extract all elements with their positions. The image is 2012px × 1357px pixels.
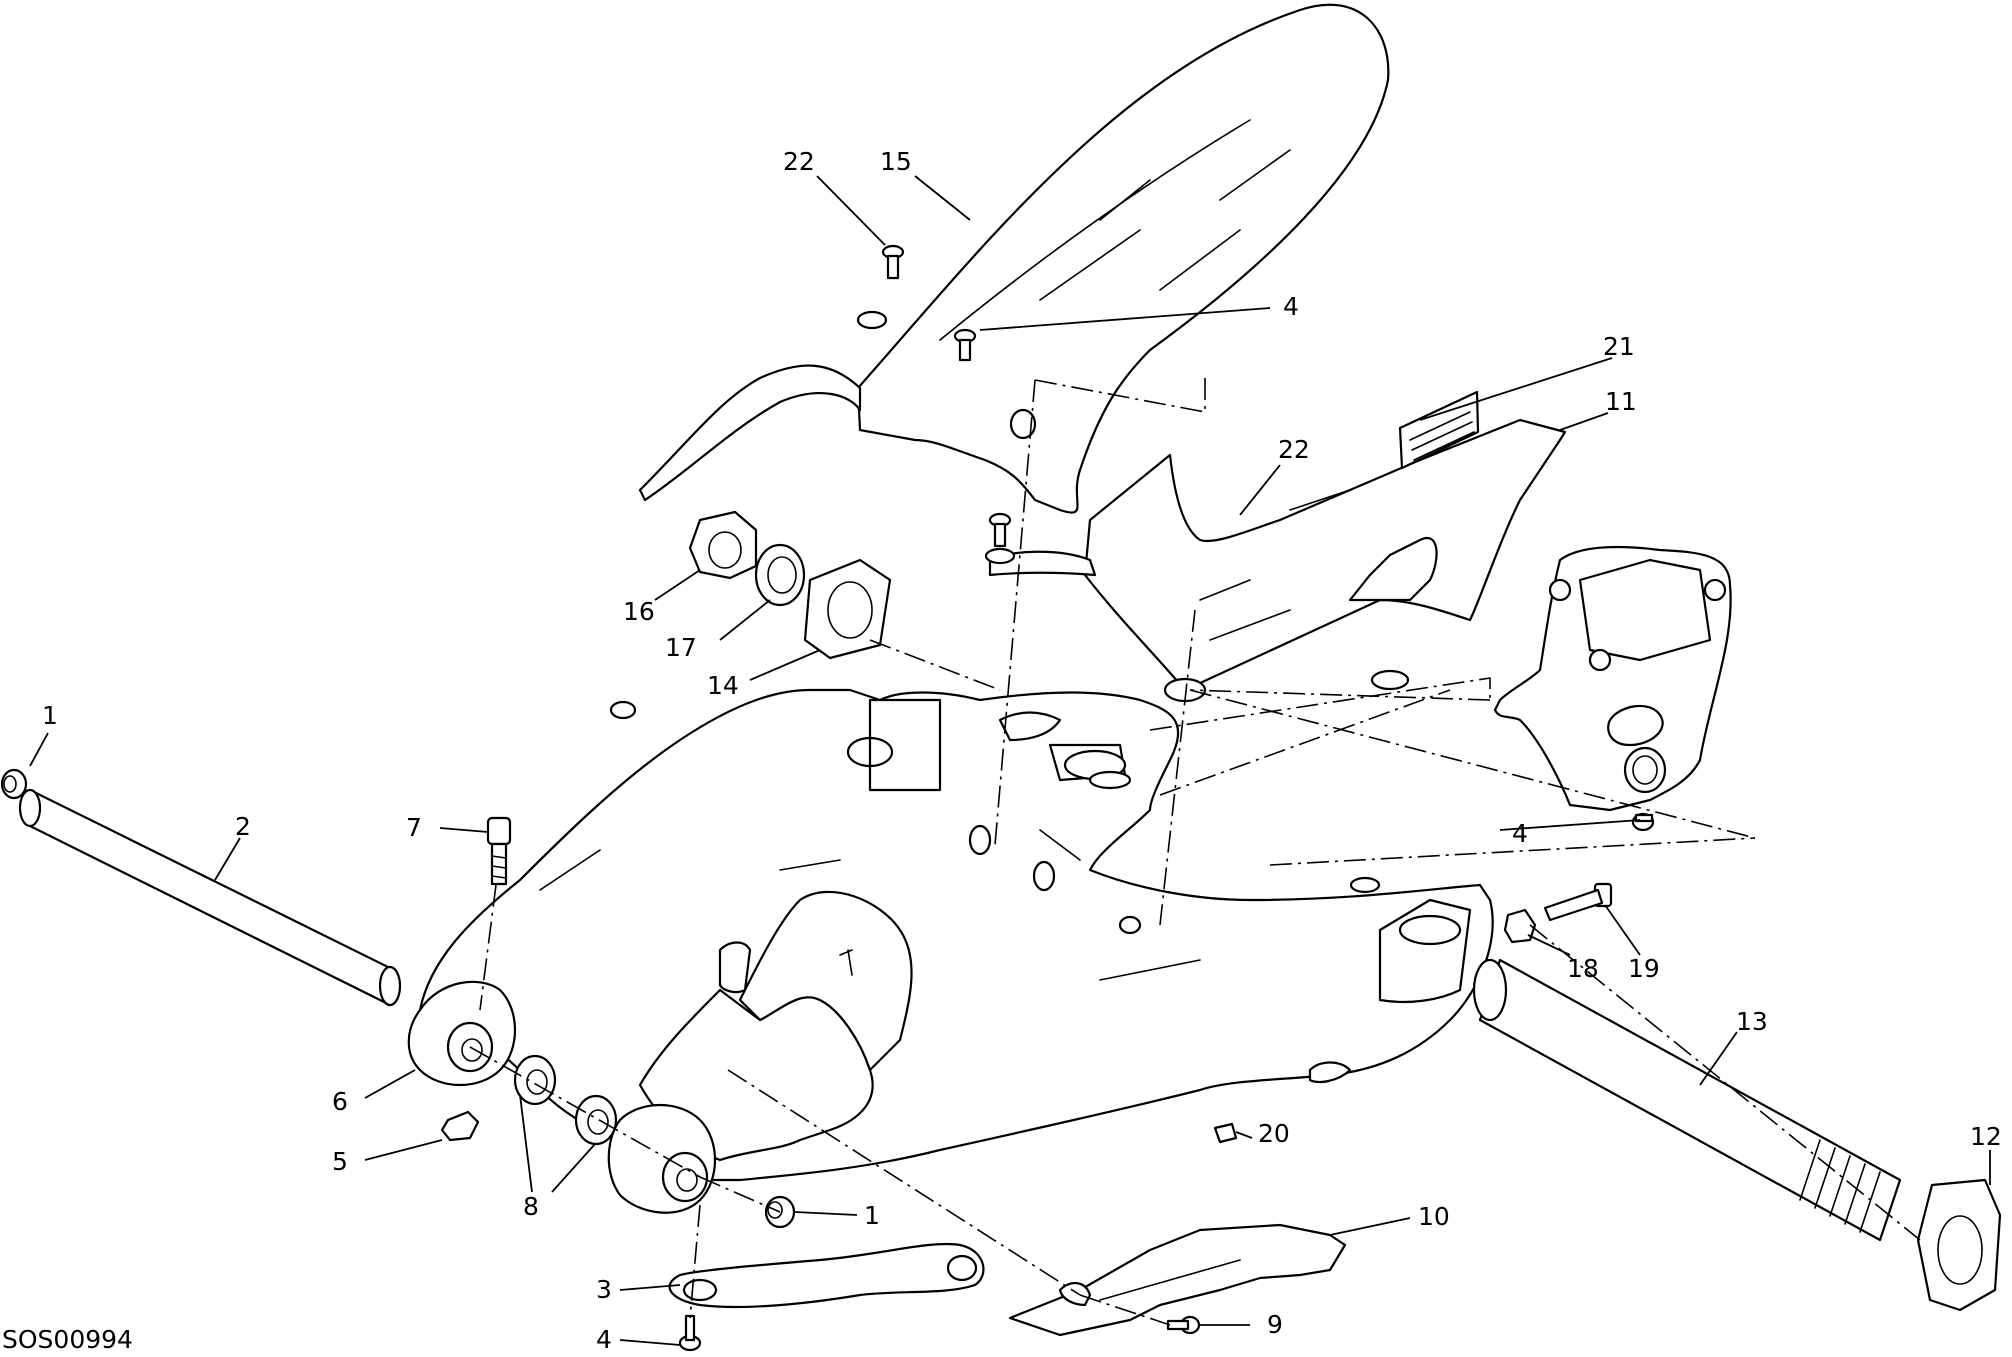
chain-guard — [984, 418, 1567, 703]
screw-22-top — [881, 244, 905, 280]
callout-5: 5 — [332, 1147, 348, 1176]
callout-10: 10 — [1418, 1202, 1450, 1231]
rear-axle — [1472, 958, 1902, 1242]
callout-21: 21 — [1603, 332, 1635, 361]
callout-14: 14 — [707, 671, 739, 700]
swingarm-pivot-right — [607, 1103, 717, 1214]
callout-16: 16 — [623, 597, 655, 626]
callout-1: 1 — [42, 701, 58, 730]
screw-9 — [1166, 1315, 1201, 1335]
screw-4-bottom — [678, 1314, 702, 1352]
callout-15: 15 — [880, 147, 912, 176]
lower-link — [668, 1242, 985, 1309]
chain-slider — [1008, 1223, 1347, 1337]
callout-8: 8 — [523, 1192, 539, 1221]
bushing-left — [0, 768, 28, 800]
callout-9: 9 — [1267, 1310, 1283, 1339]
callout-1: 1 — [864, 1201, 880, 1230]
swingarm — [418, 688, 1494, 1202]
screw-4-top — [953, 328, 977, 362]
adjuster-nut — [1503, 908, 1537, 944]
pinch-bolt — [486, 816, 512, 886]
callout-4: 4 — [1283, 292, 1299, 321]
callout-2: 2 — [235, 812, 251, 841]
callout-13: 13 — [1736, 1007, 1768, 1036]
screw-20 — [1213, 1122, 1238, 1144]
callout-22: 22 — [783, 147, 815, 176]
nut-5 — [440, 1110, 480, 1142]
rear-mudguard — [638, 3, 1390, 514]
callout-3: 3 — [596, 1275, 612, 1304]
diagram-code: SOS00994 — [2, 1325, 133, 1354]
callout-6: 6 — [332, 1087, 348, 1116]
callout-4: 4 — [1512, 819, 1528, 848]
adjuster-bolt — [1543, 882, 1613, 922]
leader-lines — [29, 175, 1991, 1346]
callout-labels: 22 15 4 21 11 22 16 17 14 1 2 7 4 18 19 … — [42, 147, 2002, 1354]
callout-22: 22 — [1278, 435, 1310, 464]
callout-4: 4 — [596, 1325, 612, 1354]
callout-17: 17 — [665, 633, 697, 662]
brake-caliper-bracket — [1493, 545, 1732, 812]
nut-16 — [688, 510, 758, 580]
washers — [513, 1054, 618, 1146]
pivot-shaft — [18, 788, 402, 1007]
screw-22-mid — [988, 512, 1012, 548]
axle-nut — [1916, 1178, 2002, 1312]
callout-11: 11 — [1605, 387, 1637, 416]
eccentric-hub — [803, 558, 892, 660]
assembly-lines — [469, 373, 1921, 1326]
callout-19: 19 — [1628, 954, 1660, 983]
warning-decal — [1398, 390, 1480, 470]
washer-17 — [754, 543, 806, 607]
callout-20: 20 — [1258, 1119, 1290, 1148]
callout-18: 18 — [1567, 954, 1599, 983]
callout-7: 7 — [406, 813, 422, 842]
screw-4-right — [1631, 812, 1655, 832]
callout-12: 12 — [1970, 1122, 2002, 1151]
swingarm-pivot-left — [407, 980, 517, 1087]
